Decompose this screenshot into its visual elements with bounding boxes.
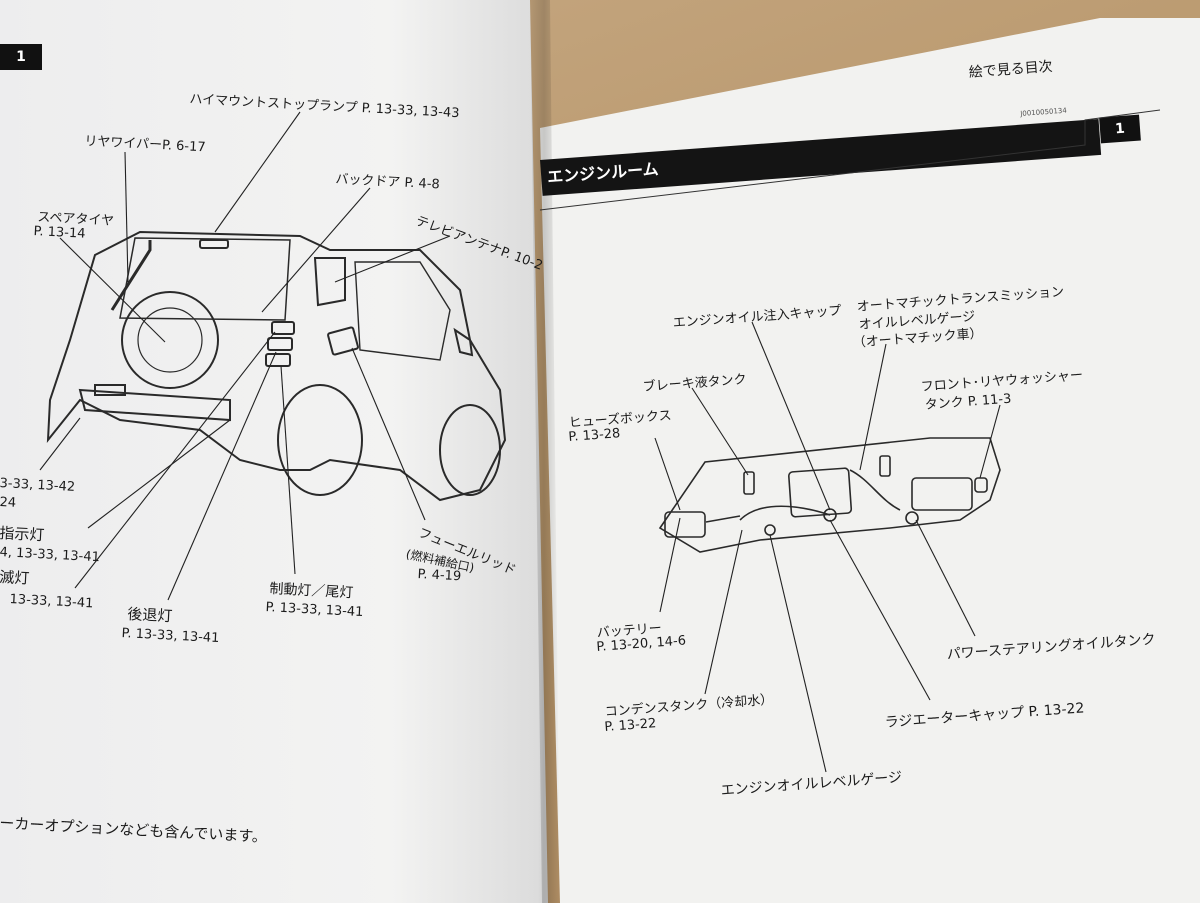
left-page [0,0,548,903]
right-page-frame [539,109,1161,211]
left-page-tab: 1 [0,44,42,70]
left-leader-lines [39,111,451,601]
engine-illustration [658,437,1001,553]
right-leader-lines [654,321,1001,773]
suv-illustration [46,230,507,502]
